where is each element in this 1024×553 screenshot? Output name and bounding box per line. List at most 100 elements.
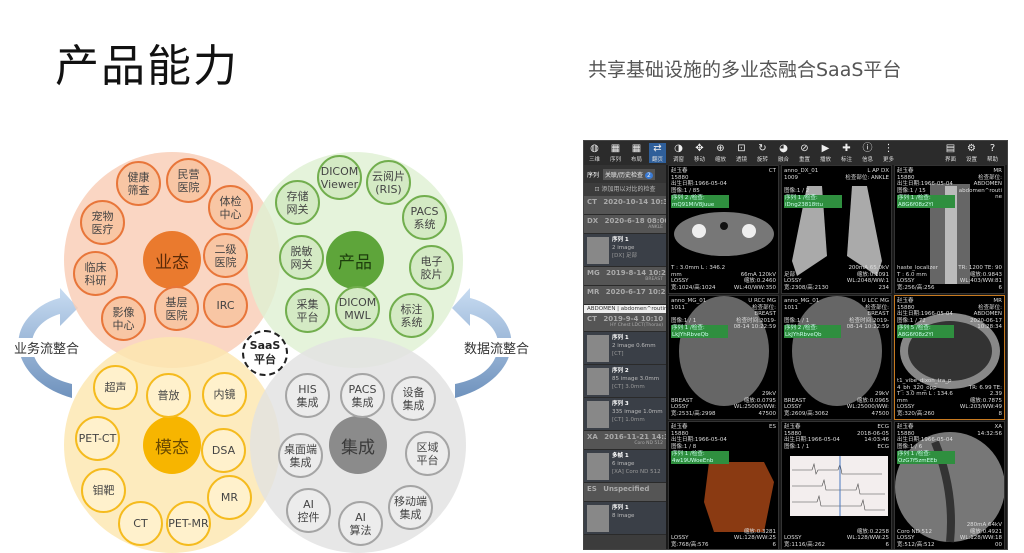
modality-item: 普放 [146, 373, 191, 418]
study-date: Unspecified [603, 485, 650, 493]
interface-icon: ▤ [945, 143, 956, 154]
toolbar-label: 三维 [588, 157, 600, 163]
overlay-top-right: ES [769, 424, 776, 430]
capability-diagram: 业态健康 筛查民营 医院体检 中心宠物 医疗二级 医院临床 科研影像 中心基层 … [14, 152, 530, 553]
move-icon: ✥ [695, 143, 704, 154]
toolbar-button-旋转[interactable]: ↻旋转 [754, 143, 771, 163]
series-thumbnail [587, 505, 609, 532]
toolbar-button-播放[interactable]: ▶播放 [817, 143, 834, 163]
series-name: 序列 1 [612, 237, 629, 243]
series-thumbnail [587, 368, 609, 395]
viewer-sidebar: 序列 关联/历史检查 2 ⊡ 添加用以对比的检查 CT 2020-10-14 1… [584, 165, 666, 549]
toolbar-label: 播放 [819, 157, 831, 163]
toolbar-button-三维[interactable]: ◍ 三维 [586, 143, 603, 163]
series-count: 8 image [612, 513, 635, 519]
toolbar-button-重置[interactable]: ⊘重置 [796, 143, 813, 163]
study-modality: ES [587, 485, 597, 493]
toolbar-button-融合[interactable]: ◕融合 [775, 143, 792, 163]
study-header[interactable]: ES Unspecified [584, 483, 666, 502]
toolbar-button-标注[interactable]: ✚标注 [838, 143, 855, 163]
cube-icon: ◍ [590, 143, 599, 154]
overlay-bottom-left: t1_vibe_dixon_tra_p4_bh_320_opp T : 3.0 … [897, 378, 953, 417]
overlay-top-left: anno_MG_01 1011 图像:1 / 1 [671, 298, 707, 324]
toolbar-label: 翻页 [651, 157, 663, 163]
overlay-top-right: XA 14:32:56 [977, 424, 1002, 437]
study-modality: MG [587, 269, 600, 277]
series-name: 多帧 1 [612, 453, 629, 459]
toolbar-button-设置[interactable]: ⚙ 设置 [963, 143, 980, 163]
toolbar-button-序列[interactable]: ▦序列 [607, 143, 624, 163]
overlay-bottom-right: TR: 6.99 TE: 2.39 缩放:0.7875 WL:203/WW:49… [959, 384, 1002, 417]
add-compare-button[interactable]: ⊡ 添加用以对比的检查 [594, 186, 656, 193]
study-header[interactable]: XA 2016-11-21 14:32Coro ND 512 [584, 431, 666, 450]
series-desc: [DX] 足部 [612, 253, 638, 259]
gear-icon: ⚙ [967, 143, 976, 154]
toolbar-button-更多[interactable]: ⋮更多 [880, 143, 897, 163]
product-item: DICOM Viewer [317, 155, 362, 200]
toolbar-label: 透镜 [735, 157, 747, 163]
rotate-icon: ↻ [758, 143, 767, 154]
study-header[interactable]: CT 2020-10-14 10:34 [584, 196, 666, 215]
study-header[interactable]: MR 2020-6-17 10:28 [584, 286, 666, 305]
series-count: 6 image [612, 461, 635, 467]
overlay-bottom-left: BREAST LOSSY 宽:2531/高:2998 [671, 397, 716, 417]
series-tag: 序列 2 /检查: LkJYhRbveQb [784, 325, 841, 338]
toolbar-button-移动[interactable]: ✥移动 [691, 143, 708, 163]
tab-series[interactable]: 序列 [587, 171, 600, 179]
saas-platform-badge: SaaS 平台 [242, 330, 288, 376]
zoom-icon: ⊕ [716, 143, 725, 154]
business-type-item: 基层 医院 [154, 286, 199, 331]
integration-item: 移动端 集成 [388, 485, 433, 530]
toolbar-button-布局[interactable]: ▦布局 [628, 143, 645, 163]
toolbar-label: 融合 [777, 157, 789, 163]
toolbar-button-翻页[interactable]: ⇄翻页 [649, 143, 666, 163]
toolbar-button-界面[interactable]: ▤界面 [942, 143, 959, 163]
overlay-top-right: U LCC MG 检查部位: BREAST 检查时间:2019-08-14 10… [846, 298, 889, 330]
product-item: 电子 胶片 [409, 245, 454, 290]
overlay-bottom-left: Coro ND 512 LOSSY 宽:512/高:512 [897, 528, 935, 548]
medical-image [792, 296, 882, 406]
series-count: 335 image [612, 409, 642, 415]
study-date: 2020-6-18 08:00 [604, 217, 666, 225]
series-tag: 序列 1 /检查: 4w19UWoeEnb [671, 451, 729, 464]
business-type-item: 民营 医院 [166, 158, 211, 203]
tab-history[interactable]: 关联/历史检查 2 [603, 168, 655, 180]
series-thickness: 0.6mm [636, 343, 656, 349]
toolbar-label: 设置 [965, 157, 977, 163]
integration-item: PACS 集成 [340, 373, 385, 418]
help-icon: ? [989, 143, 996, 154]
overlay-bottom-left: T : 3.0mm L : 346.2 mm LOSSY 宽:1024/高:10… [671, 265, 726, 291]
series-thumbnail [587, 237, 609, 264]
series-thickness: 1.0mm [643, 409, 663, 415]
series-desc: [CT] [612, 351, 624, 357]
more-icon: ⋮ [883, 143, 894, 154]
toolbar-button-调窗[interactable]: ◑调窗 [670, 143, 687, 163]
series-tag: 序列 5 /检查: A8G6f08z2Yl [897, 325, 954, 338]
toolbar-button-缩放[interactable]: ⊕缩放 [712, 143, 729, 163]
toolbar-button-透镜[interactable]: ⊡透镜 [733, 143, 750, 163]
product-center: 产品 [326, 231, 384, 289]
modality-item: MR [207, 475, 252, 520]
toolbar-button-帮助[interactable]: ?帮助 [984, 143, 1001, 163]
layout-icon: ▦ [631, 143, 642, 154]
